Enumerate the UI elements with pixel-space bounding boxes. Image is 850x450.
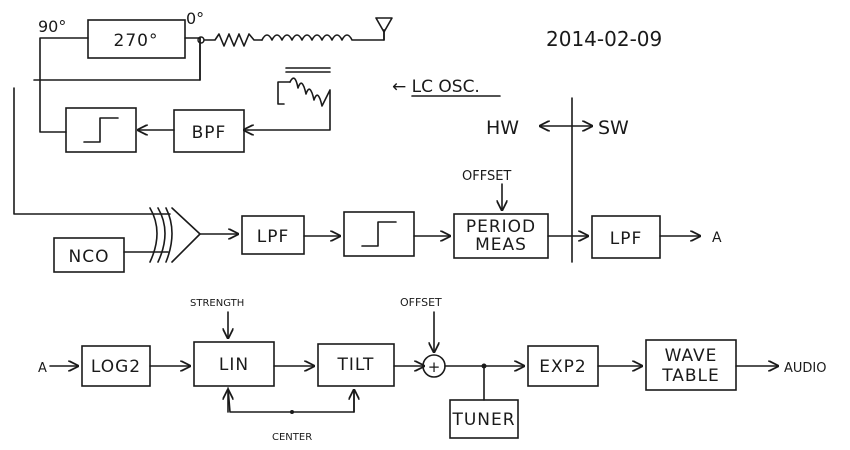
wave-table-box	[645, 339, 737, 391]
center-wire	[227, 387, 355, 413]
tuner-box	[449, 399, 519, 439]
date-label: 2014-02-09	[546, 27, 662, 51]
lpf2-box	[591, 215, 661, 259]
log2-label: LOG2	[91, 357, 141, 377]
tilt-box	[317, 343, 395, 387]
tilt-label: TILT	[337, 355, 375, 375]
lpf1-box	[241, 215, 305, 255]
loop-wire-left	[39, 37, 89, 133]
tuner-label: TUNER	[451, 410, 515, 430]
offset-label-bottom: OFFSET	[400, 296, 442, 309]
summing-plus: +	[428, 358, 441, 376]
comparator-symbol-mid	[361, 221, 397, 247]
signal-wire	[13, 87, 171, 215]
phase-270-box	[87, 19, 186, 59]
phase-270-label: 270°	[114, 31, 159, 51]
sw-label: SW	[598, 117, 629, 139]
meas-label: MEAS	[475, 235, 527, 255]
lpf2-label: LPF	[610, 229, 643, 249]
bpf-label: BPF	[192, 123, 227, 143]
table-label: TABLE	[661, 366, 720, 386]
hw-label: HW	[486, 117, 519, 139]
tank-coil	[247, 77, 331, 131]
phase-out-label: 0°	[186, 9, 204, 28]
period-label: PERIOD	[466, 217, 536, 237]
lin-box	[193, 341, 275, 387]
strength-label: STRENGTH	[190, 298, 244, 309]
coil-core	[285, 67, 331, 73]
nco-box	[53, 237, 125, 273]
lpf1-label: LPF	[257, 227, 290, 247]
mixer-symbol	[149, 207, 201, 263]
comparator-symbol-top	[83, 117, 119, 143]
lin-label: LIN	[219, 355, 249, 375]
exp2-label: EXP2	[539, 357, 586, 377]
audio-label: AUDIO	[784, 361, 827, 376]
antenna-icon	[375, 17, 393, 33]
input-a-label: A	[38, 361, 47, 376]
inductor-symbol	[261, 29, 385, 41]
center-label: CENTER	[272, 432, 312, 443]
comparator-box-mid	[343, 211, 415, 257]
phase-in-label: 90°	[38, 17, 66, 36]
offset-label-top: OFFSET	[462, 169, 511, 184]
wave-label: WAVE	[665, 346, 718, 366]
output-a-label: A	[712, 230, 722, 246]
comparator-box-top	[65, 107, 137, 153]
nco-label: NCO	[69, 247, 110, 267]
resistor-symbol	[203, 33, 263, 47]
lc-osc-note: ← LC OSC.	[392, 77, 480, 97]
